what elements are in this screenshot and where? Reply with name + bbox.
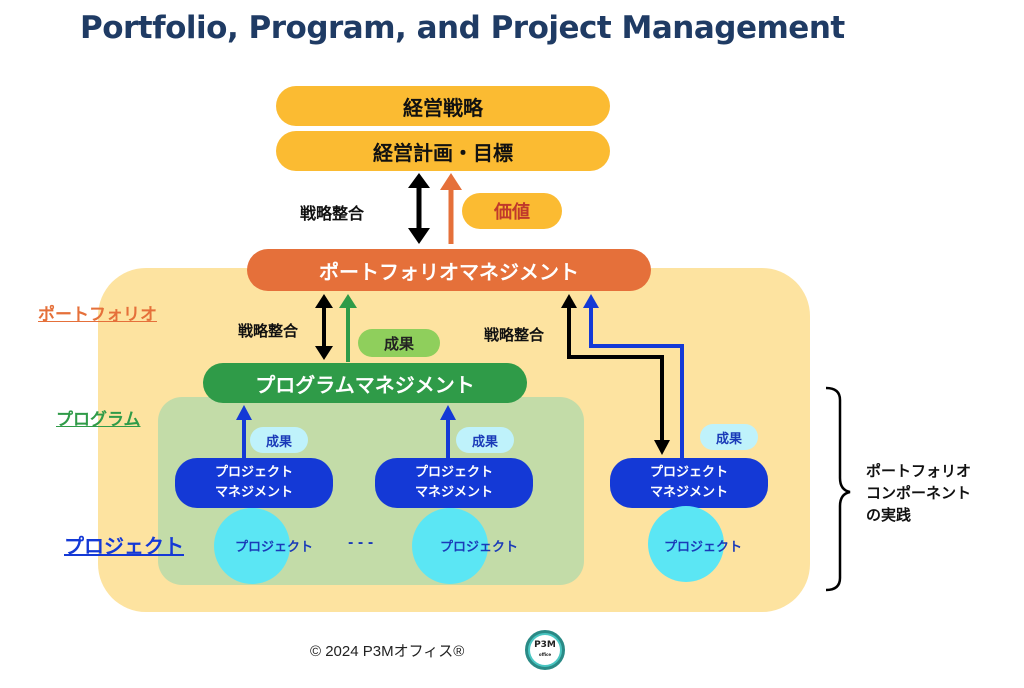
- project-circle-1: [214, 508, 290, 584]
- project-circle-2: [412, 508, 488, 584]
- practice-bracket: [825, 386, 851, 592]
- business-strategy-box: 経営戦略: [276, 86, 610, 126]
- project-circle-3: [648, 506, 724, 582]
- program-outcome-arrow: [339, 294, 357, 362]
- project-management-line2: マネジメント: [649, 485, 728, 500]
- project-management-box-3: プロジェクト マネジメント: [610, 458, 768, 508]
- portfolio-side-label: ポートフォリオ: [38, 305, 157, 325]
- business-plan-goals-box: 経営計画・目標: [276, 131, 610, 171]
- portfolio-management-box: ポートフォリオマネジメント: [247, 249, 651, 291]
- logo-sub-text: office: [538, 652, 552, 657]
- program-outcome-badge: 成果: [358, 329, 440, 357]
- program-management-box: プログラムマネジメント: [203, 363, 527, 403]
- program-alignment-arrow: [315, 294, 333, 360]
- project-outcome-badge-1: 成果: [250, 427, 308, 453]
- portfolio-component-practice-label: ポートフォリオ コンポーネント の実践: [866, 462, 972, 524]
- project-label-2: プロジェクト: [440, 540, 519, 555]
- project-management-line1: プロジェクト: [414, 465, 493, 480]
- project-management-line1: プロジェクト: [214, 465, 293, 480]
- value-badge: 価値: [462, 193, 562, 229]
- project-outcome-badge-2: 成果: [456, 427, 514, 453]
- project-management-line1: プロジェクト: [649, 465, 728, 480]
- project-management-line2: マネジメント: [214, 485, 293, 500]
- project-outcome-arrow-1: [236, 405, 252, 458]
- value-arrow: [440, 173, 462, 244]
- project-label-1: プロジェクト: [235, 540, 314, 555]
- direct-project-alignment-label: 戦略整合: [484, 326, 545, 344]
- p3m-office-logo: P3M office: [525, 630, 565, 670]
- project-management-box-1: プロジェクト マネジメント: [175, 458, 333, 508]
- program-side-label: プログラム: [56, 410, 141, 430]
- project-outcome-badge-3: 成果: [700, 424, 758, 450]
- direct-project-outcome-arrow: [583, 294, 684, 458]
- copyright-text: © 2024 P3Mオフィス®: [310, 643, 465, 660]
- logo-main-text: P3M: [534, 640, 556, 650]
- project-management-line2: マネジメント: [414, 485, 493, 500]
- direct-project-alignment-arrow: [561, 294, 670, 455]
- strategy-alignment-arrow: [408, 173, 430, 244]
- project-outcome-arrow-2: [440, 405, 456, 458]
- project-management-box-2: プロジェクト マネジメント: [375, 458, 533, 508]
- page-title: Portfolio, Program, and Project Manageme…: [80, 10, 845, 46]
- strategy-alignment-label: 戦略整合: [300, 204, 365, 223]
- program-alignment-label: 戦略整合: [238, 322, 299, 340]
- project-ellipsis: - - -: [348, 536, 374, 551]
- project-side-label: プロジェクト: [64, 534, 184, 558]
- project-label-3: プロジェクト: [664, 540, 743, 555]
